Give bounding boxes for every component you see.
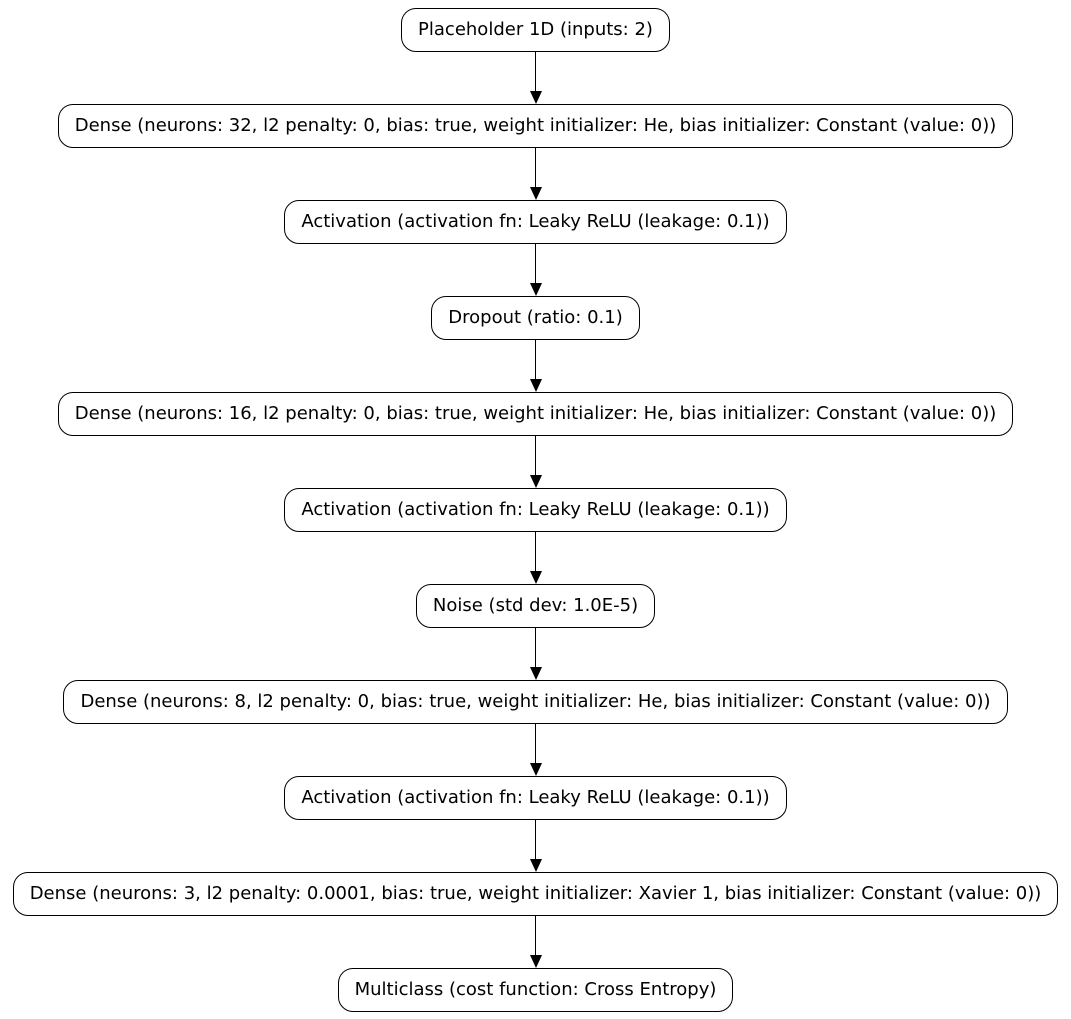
node-label: Activation (activation fn: Leaky ReLU (l… bbox=[301, 787, 770, 808]
arrow-head-icon bbox=[529, 859, 542, 872]
node-placeholder-1d: Placeholder 1D (inputs: 2) bbox=[401, 8, 670, 52]
node-label: Dense (neurons: 8, l2 penalty: 0, bias: … bbox=[80, 691, 991, 712]
arrow-connector bbox=[529, 244, 542, 296]
node-dense-16: Dense (neurons: 16, l2 penalty: 0, bias:… bbox=[57, 392, 1014, 436]
node-label: Activation (activation fn: Leaky ReLU (l… bbox=[301, 211, 770, 232]
node-activation-leaky-relu-2: Activation (activation fn: Leaky ReLU (l… bbox=[284, 488, 787, 532]
node-noise: Noise (std dev: 1.0E-5) bbox=[415, 584, 656, 628]
node-label: Activation (activation fn: Leaky ReLU (l… bbox=[301, 499, 770, 520]
node-label: Placeholder 1D (inputs: 2) bbox=[418, 19, 653, 40]
node-label: Dense (neurons: 3, l2 penalty: 0.0001, b… bbox=[29, 883, 1042, 904]
node-multiclass-loss: Multiclass (cost function: Cross Entropy… bbox=[337, 968, 734, 1012]
node-activation-leaky-relu-1: Activation (activation fn: Leaky ReLU (l… bbox=[284, 200, 787, 244]
arrow-connector bbox=[529, 628, 542, 680]
arrow-head-icon bbox=[529, 571, 542, 584]
arrow-connector bbox=[529, 148, 542, 200]
arrow-connector bbox=[529, 916, 542, 968]
arrow-head-icon bbox=[529, 187, 542, 200]
node-dropout: Dropout (ratio: 0.1) bbox=[431, 296, 640, 340]
arrow-line bbox=[534, 532, 537, 571]
arrow-line bbox=[534, 148, 537, 187]
arrow-line bbox=[534, 820, 537, 859]
node-dense-32: Dense (neurons: 32, l2 penalty: 0, bias:… bbox=[57, 104, 1014, 148]
node-label: Dropout (ratio: 0.1) bbox=[448, 307, 623, 328]
arrow-connector bbox=[529, 532, 542, 584]
arrow-head-icon bbox=[529, 667, 542, 680]
arrow-head-icon bbox=[529, 763, 542, 776]
arrow-head-icon bbox=[529, 91, 542, 104]
node-label: Multiclass (cost function: Cross Entropy… bbox=[354, 979, 717, 1000]
arrow-line bbox=[534, 436, 537, 475]
arrow-connector bbox=[529, 724, 542, 776]
arrow-line bbox=[534, 724, 537, 763]
node-label: Dense (neurons: 32, l2 penalty: 0, bias:… bbox=[74, 115, 997, 136]
arrow-line bbox=[534, 52, 537, 91]
node-label: Dense (neurons: 16, l2 penalty: 0, bias:… bbox=[74, 403, 997, 424]
arrow-head-icon bbox=[529, 955, 542, 968]
node-dense-3-output: Dense (neurons: 3, l2 penalty: 0.0001, b… bbox=[12, 872, 1059, 916]
node-label: Noise (std dev: 1.0E-5) bbox=[432, 595, 639, 616]
arrow-connector bbox=[529, 436, 542, 488]
arrow-head-icon bbox=[529, 475, 542, 488]
arrow-connector bbox=[529, 820, 542, 872]
arrow-line bbox=[534, 628, 537, 667]
node-activation-leaky-relu-3: Activation (activation fn: Leaky ReLU (l… bbox=[284, 776, 787, 820]
arrow-connector bbox=[529, 340, 542, 392]
layer-flow-graph: Placeholder 1D (inputs: 2) Dense (neuron… bbox=[0, 8, 1071, 1012]
arrow-connector bbox=[529, 52, 542, 104]
node-dense-8: Dense (neurons: 8, l2 penalty: 0, bias: … bbox=[63, 680, 1008, 724]
arrow-line bbox=[534, 244, 537, 283]
arrow-line bbox=[534, 916, 537, 955]
arrow-head-icon bbox=[529, 379, 542, 392]
arrow-head-icon bbox=[529, 283, 542, 296]
arrow-line bbox=[534, 340, 537, 379]
